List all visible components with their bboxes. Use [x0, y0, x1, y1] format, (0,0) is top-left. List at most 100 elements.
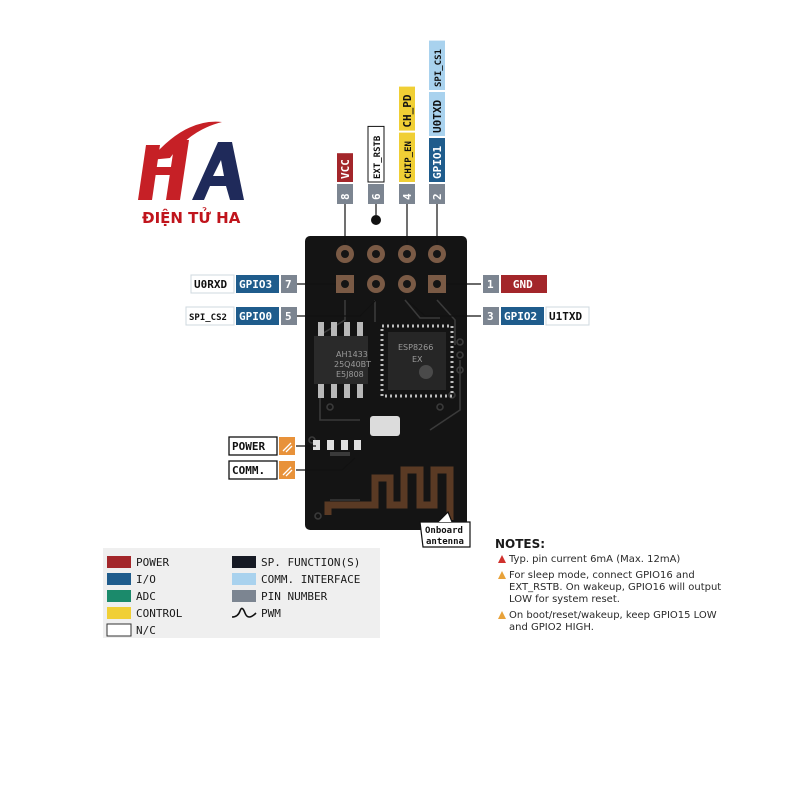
- legend-swatch: [232, 556, 256, 568]
- antenna-label-line-1: Onboard: [425, 526, 463, 536]
- top-pin-number-box: [399, 184, 415, 204]
- antenna-label-line-2: antenna: [426, 537, 464, 547]
- legend-label: N/C: [136, 624, 156, 637]
- led-indicator-icon: [279, 437, 295, 455]
- legend-swatch: [106, 623, 132, 637]
- top-pin-label: CHIP_EN: [404, 141, 414, 179]
- esp-chip-line-1: ESP8266: [398, 343, 433, 352]
- top-leader-lines: [344, 204, 438, 244]
- legend-swatch: [107, 573, 131, 585]
- led-label-box: [228, 460, 278, 480]
- legend-label: COMM. INTERFACE: [261, 573, 360, 586]
- top-pin-label: U0TXD: [431, 100, 444, 133]
- brand-name: ĐIỆN TỬ HA: [142, 206, 241, 227]
- top-pin-label-box: [429, 92, 445, 136]
- right-pin-label: U1TXD: [549, 310, 582, 323]
- top-pin-label: CH_PD: [401, 94, 414, 127]
- note-line: On boot/reset/wakeup, keep GPIO15 LOW: [509, 610, 717, 621]
- left-pin-number-box: [281, 307, 297, 325]
- right-pin-label: GPIO2: [504, 310, 537, 323]
- top-pin-labels: 8VCC6EXT_RSTB4CHIP_ENCH_PD2GPIO1U0TXDSPI…: [337, 40, 445, 204]
- espressif-logo-icon: [419, 365, 433, 379]
- right-pin-label-box: [501, 275, 547, 293]
- legend-swatch: [107, 607, 131, 619]
- left-pin-label-box: [185, 306, 235, 326]
- top-pin-label-box: [399, 132, 415, 182]
- legend-label: POWER: [136, 556, 169, 569]
- right-pin-label-box: [501, 307, 544, 325]
- legend-label: I/O: [136, 573, 156, 586]
- note-line: and GPIO2 HIGH.: [509, 622, 594, 633]
- top-pin-label: VCC: [339, 159, 352, 179]
- left-pin-label-box: [236, 275, 279, 293]
- top-pin-label: GPIO1: [431, 146, 444, 179]
- top-pin-label-box: [367, 125, 385, 183]
- flash-chip-line-1: AH1433: [336, 350, 368, 359]
- pwm-wave-icon: [231, 607, 257, 618]
- legend-swatch: [232, 573, 256, 585]
- top-pin-label-box: [429, 138, 445, 182]
- top-pin-number: 8: [339, 193, 352, 200]
- top-pin-label-box: [337, 153, 353, 182]
- warning-icon: [498, 571, 506, 579]
- legend-label: SP. FUNCTION(S): [261, 556, 360, 569]
- left-pin-number: 7: [285, 278, 292, 291]
- top-pin-number: 2: [431, 193, 444, 200]
- warning-icon: [498, 555, 506, 563]
- notes-title: NOTES:: [495, 537, 545, 551]
- pin6-dot: [371, 215, 381, 225]
- right-pin-number-box: [483, 307, 499, 325]
- left-pin-number: 5: [285, 310, 292, 323]
- antenna-callout: Onboard antenna: [419, 510, 471, 548]
- note-line: For sleep mode, connect GPIO16 and: [509, 570, 695, 581]
- flash-chip-line-3: E5J808: [336, 370, 364, 379]
- top-pin-number-box: [368, 184, 384, 204]
- right-pin-number: 1: [487, 278, 494, 291]
- left-pin-label: SPI_CS2: [189, 313, 227, 323]
- pin-header: [336, 245, 446, 293]
- left-pin-label: U0RXD: [194, 278, 227, 291]
- top-pin-label-box: [399, 86, 415, 131]
- legend-label: PIN NUMBER: [261, 590, 328, 603]
- left-pin-number-box: [281, 275, 297, 293]
- led-label-box: [228, 436, 278, 456]
- legend-label: PWM: [261, 607, 281, 620]
- left-pin-label-box: [236, 307, 279, 325]
- legend-swatch: [232, 590, 256, 602]
- smd-components: [313, 440, 361, 456]
- note-line: LOW for system reset.: [509, 594, 620, 605]
- top-pin-number: 6: [370, 193, 383, 200]
- top-pin-number-box: [337, 184, 353, 204]
- flash-chip-line-2: 25Q40BT: [334, 360, 371, 369]
- pcb-traces: [308, 299, 464, 520]
- logo-swoosh-icon: [150, 121, 222, 160]
- right-pin-number: 3: [487, 310, 494, 323]
- right-pin-label-box: [545, 306, 590, 326]
- flash-chip: AH1433 25Q40BT E5J808: [314, 322, 371, 398]
- top-pin-number: 4: [401, 193, 414, 200]
- legend-swatch: [107, 590, 131, 602]
- right-pin-label: GND: [513, 278, 533, 291]
- led-label: COMM.: [232, 464, 265, 477]
- note-line: EXT_RSTB. On wakeup, GPIO16 will output: [509, 582, 721, 593]
- led-indicator-icon: [279, 461, 295, 479]
- logo-a-icon: [192, 142, 244, 200]
- esp01-board: AH1433 25Q40BT E5J808 ESP8266 EX: [305, 236, 467, 530]
- logo-h-icon: [138, 145, 160, 200]
- led-leader-lines: [296, 445, 356, 471]
- left-pin-label: GPIO0: [239, 310, 272, 323]
- brand-logo: ĐIỆN TỬ HA: [138, 121, 244, 227]
- warning-icon: [498, 611, 506, 619]
- top-pin-label-box: [429, 40, 445, 90]
- top-pin-number-box: [429, 184, 445, 204]
- note-line: Typ. pin current 6mA (Max. 12mA): [508, 554, 680, 565]
- esp-chip-line-2: EX: [412, 355, 423, 364]
- left-pin-label: GPIO3: [239, 278, 272, 291]
- left-pin-label-box: [190, 274, 235, 294]
- legend-label: CONTROL: [136, 607, 183, 620]
- right-pin-labels: 1 GND 3 GPIO2 U1TXD: [483, 275, 590, 326]
